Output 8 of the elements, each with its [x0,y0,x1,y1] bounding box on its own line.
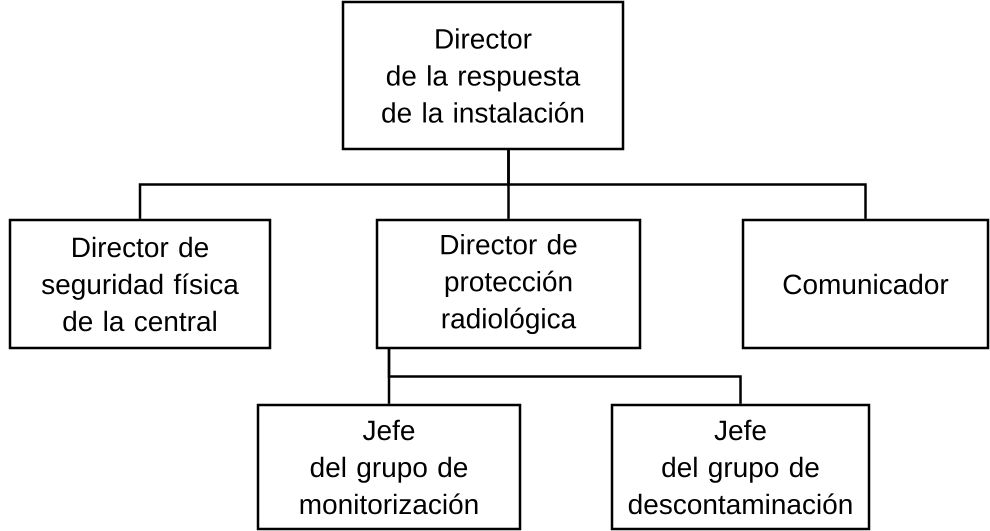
org-box: Director de seguridad física de la central [8,218,272,350]
org-box: Comunicador [742,218,990,350]
org-box: Jefe del grupo de descontaminación [610,404,870,530]
org-box: Director de protección radiológica [376,218,642,350]
org-box: Jefe del grupo de monitorización [256,404,522,530]
org-box: Director de la respuesta de la instalación [342,0,624,150]
connector-line [507,149,867,219]
connector-line [388,348,742,404]
